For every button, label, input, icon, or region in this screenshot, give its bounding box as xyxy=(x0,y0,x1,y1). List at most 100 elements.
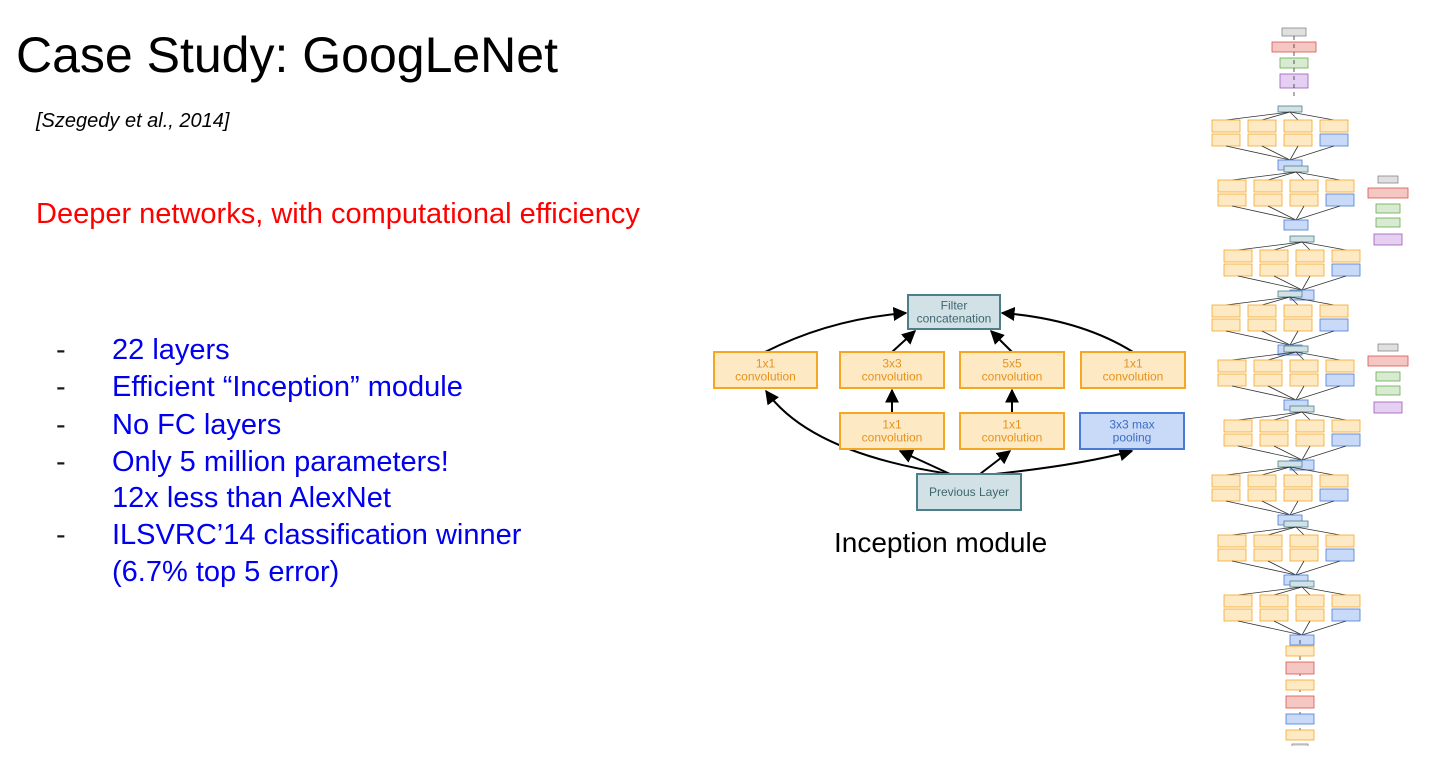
net-edge xyxy=(1289,466,1335,476)
net-edge xyxy=(1261,466,1291,476)
net-edge xyxy=(1273,586,1303,596)
net-block xyxy=(1331,433,1361,447)
net-block xyxy=(1377,175,1399,184)
net-block xyxy=(1289,580,1315,588)
net-block xyxy=(1223,608,1253,622)
net-block xyxy=(1373,401,1403,414)
node-box xyxy=(839,412,945,450)
net-edge xyxy=(1225,296,1291,306)
bullet-item: -ILSVRC’14 classification winner(6.7% to… xyxy=(56,517,521,590)
net-block xyxy=(1247,133,1277,147)
net-block xyxy=(1217,193,1247,207)
bullet-text: 22 layers xyxy=(112,334,230,366)
net-edge xyxy=(1273,411,1303,421)
net-edge xyxy=(1231,526,1297,536)
net-block xyxy=(1373,233,1403,246)
net-edge xyxy=(1295,560,1305,576)
net-block xyxy=(1295,608,1325,622)
net-block xyxy=(1375,371,1401,382)
net-block xyxy=(1319,474,1349,488)
net-block xyxy=(1283,304,1313,318)
bullet-marker: - xyxy=(56,445,66,478)
node-label: convolution xyxy=(862,431,923,445)
diagram-arrow xyxy=(765,389,951,475)
net-block xyxy=(1283,119,1313,133)
net-block xyxy=(1283,488,1313,502)
net-block xyxy=(1289,405,1315,413)
net-edge xyxy=(1289,296,1335,306)
net-block xyxy=(1325,373,1355,387)
net-block xyxy=(1223,433,1253,447)
net-block xyxy=(1223,249,1253,263)
net-block xyxy=(1285,645,1315,657)
node-label: 1x1 xyxy=(1123,357,1143,371)
net-block xyxy=(1289,359,1319,373)
net-edge xyxy=(1267,526,1297,536)
bullet-item: -Efficient “Inception” module xyxy=(56,369,521,405)
node-box xyxy=(959,412,1065,450)
net-block xyxy=(1325,548,1355,562)
net-edge xyxy=(1295,171,1305,181)
net-block xyxy=(1253,548,1283,562)
net-block xyxy=(1285,661,1315,675)
diagram-edges xyxy=(764,306,1134,475)
net-edge xyxy=(1295,526,1341,536)
slide-title: Case Study: GoogLeNet xyxy=(16,27,558,83)
net-edge xyxy=(1289,296,1299,306)
net-block xyxy=(1285,713,1315,725)
node-label: 1x1 xyxy=(882,418,902,432)
net-block xyxy=(1223,419,1253,433)
net-block xyxy=(1319,133,1349,147)
diagram-arrow xyxy=(979,450,1012,475)
net-edge xyxy=(1289,466,1299,476)
inception-caption: Inception module xyxy=(834,527,1048,558)
bullet-item: -No FC layers xyxy=(56,407,521,443)
net-block xyxy=(1247,488,1277,502)
net-edge xyxy=(1301,620,1311,636)
node-label: 3x3 xyxy=(882,357,902,371)
net-edge xyxy=(1231,205,1297,221)
node-box xyxy=(1080,351,1186,389)
diagram-arrow xyxy=(1000,306,1134,353)
net-edge xyxy=(1267,351,1297,361)
net-edge xyxy=(1289,145,1299,161)
diagram-arrow xyxy=(891,330,917,353)
bullet-marker: - xyxy=(56,334,66,366)
net-block xyxy=(1295,433,1325,447)
net-block xyxy=(1289,534,1319,548)
net-block xyxy=(1375,385,1401,396)
net-edge xyxy=(1295,351,1305,361)
net-edge xyxy=(1301,241,1347,251)
net-block xyxy=(1291,743,1309,746)
net-edge xyxy=(1289,500,1335,516)
net-block xyxy=(1259,608,1289,622)
net-edge xyxy=(1273,620,1303,636)
net-edge xyxy=(1289,111,1335,121)
net-block xyxy=(1325,179,1355,193)
net-edge xyxy=(1261,296,1291,306)
net-block xyxy=(1281,27,1307,37)
net-edge xyxy=(1237,411,1303,421)
net-block xyxy=(1319,488,1349,502)
net-block xyxy=(1211,488,1241,502)
net-edge xyxy=(1295,560,1341,576)
net-block xyxy=(1277,105,1303,113)
net-block xyxy=(1367,187,1409,199)
net-edge xyxy=(1225,145,1291,161)
net-block xyxy=(1259,594,1289,608)
node-label: convolution xyxy=(982,370,1043,384)
net-edge xyxy=(1289,145,1335,161)
net-edge xyxy=(1267,171,1297,181)
net-edge xyxy=(1225,466,1291,476)
net-block xyxy=(1285,695,1315,709)
net-edge xyxy=(1231,385,1297,401)
bullet-text: No FC layers xyxy=(112,408,282,441)
bullet-text: 12x less than AlexNet xyxy=(112,482,391,514)
net-edge xyxy=(1231,171,1297,181)
net-block xyxy=(1217,373,1247,387)
net-edge xyxy=(1225,111,1291,121)
net-edge xyxy=(1261,145,1291,161)
